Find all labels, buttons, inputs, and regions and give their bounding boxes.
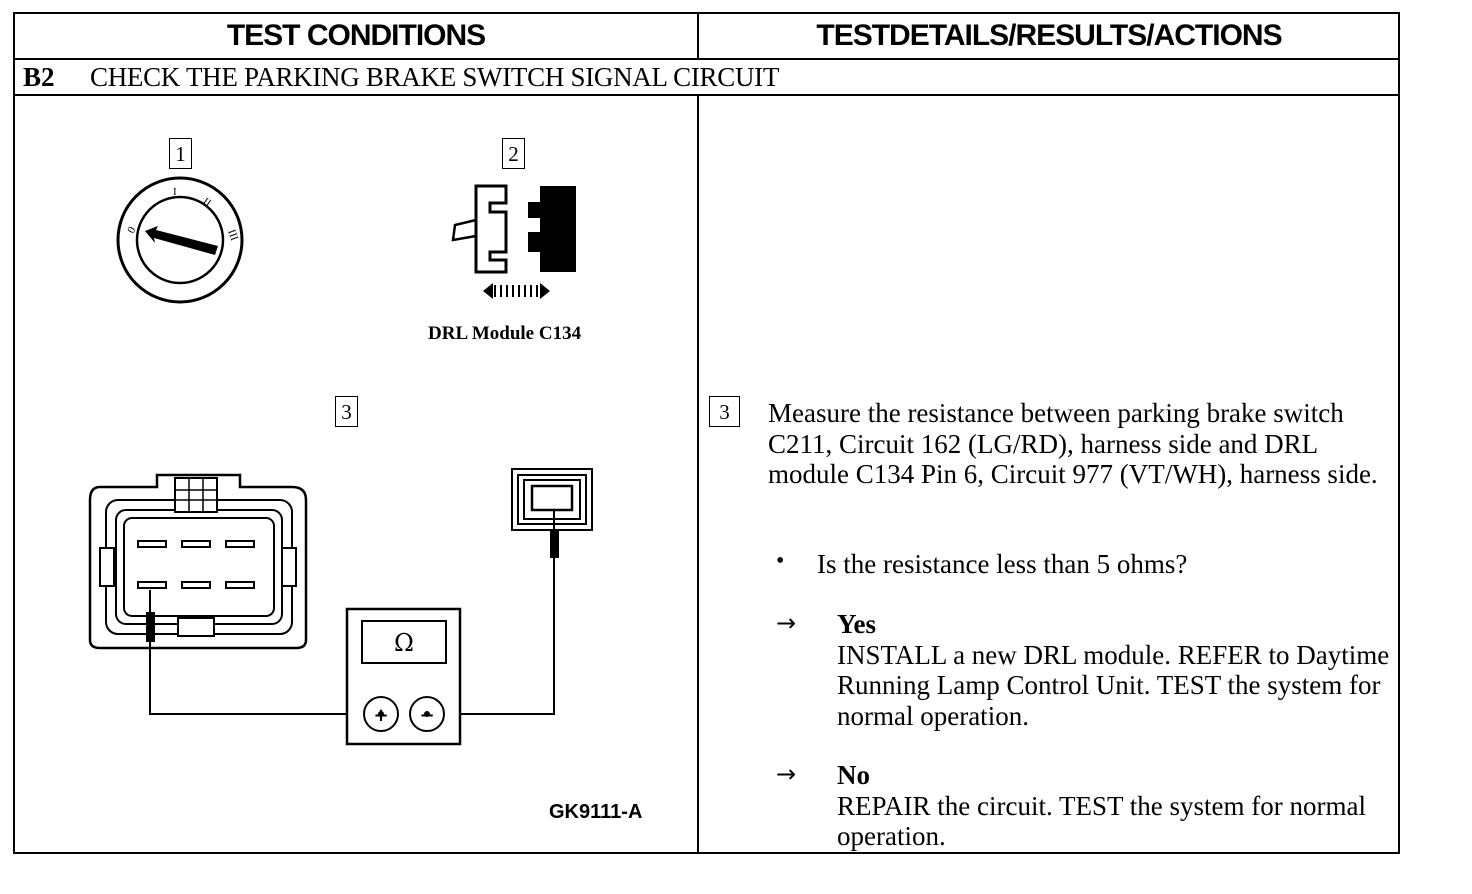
ohm-symbol: Ω (394, 629, 414, 657)
step-title-row: B2 CHECK THE PARKING BRAKE SWITCH SIGNAL… (15, 60, 1398, 94)
measure-instruction: Measure the resistance between parking b… (768, 398, 1378, 489)
bullet-icon: • (776, 548, 785, 574)
connector-disconnect-icon (451, 184, 576, 299)
drl-module-label: DRL Module C134 (428, 323, 582, 344)
question-text: Is the resistance less than 5 ohms? (817, 549, 1188, 579)
answer-yes-text: INSTALL a new DRL module. REFER to Dayti… (837, 639, 1390, 731)
svg-text:I: I (173, 186, 177, 198)
ignition-switch-icon: 0 I II III (116, 176, 244, 304)
step-rule (15, 94, 1398, 96)
no-arrow-icon: → (776, 760, 797, 788)
step-title: CHECK THE PARKING BRAKE SWITCH SIGNAL CI… (90, 62, 780, 92)
svg-text:0: 0 (125, 224, 138, 235)
step-id: B2 (23, 62, 55, 92)
header-test-conditions: TEST CONDITIONS (226, 19, 486, 52)
test-leads (146, 510, 559, 715)
callout-1: 1 (169, 138, 192, 169)
procedure-table: TEST CONDITIONS TESTDETAILS/RESULTS/ACTI… (13, 12, 1400, 854)
callout-2: 2 (502, 138, 525, 169)
figure-id: GK9111-A (549, 801, 643, 823)
answer-yes: Yes INSTALL a new DRL module. REFER to D… (837, 609, 1417, 731)
header-rule (15, 58, 1398, 60)
parking-brake-switch-connector (511, 468, 593, 531)
plus-terminal-icon: + (373, 705, 388, 726)
ohmmeter: Ω + − (345, 607, 462, 746)
answer-no: No REPAIR the circuit. TEST the system f… (837, 760, 1397, 852)
drl-connector-face (88, 473, 308, 650)
answer-yes-title: Yes (837, 609, 876, 639)
yes-arrow-icon: → (776, 609, 797, 637)
header-divider (697, 14, 699, 58)
callout-3: 3 (335, 396, 358, 427)
minus-terminal-icon: − (419, 705, 434, 726)
answer-no-text: REPAIR the circuit. TEST the system for … (837, 790, 1366, 852)
details-callout-3: 3 (709, 396, 740, 427)
header-test-details: TESTDETAILS/RESULTS/ACTIONS (816, 19, 1282, 52)
svg-text:II: II (200, 196, 213, 210)
svg-text:III: III (225, 228, 240, 243)
column-divider (697, 96, 699, 854)
answer-no-title: No (837, 760, 870, 790)
